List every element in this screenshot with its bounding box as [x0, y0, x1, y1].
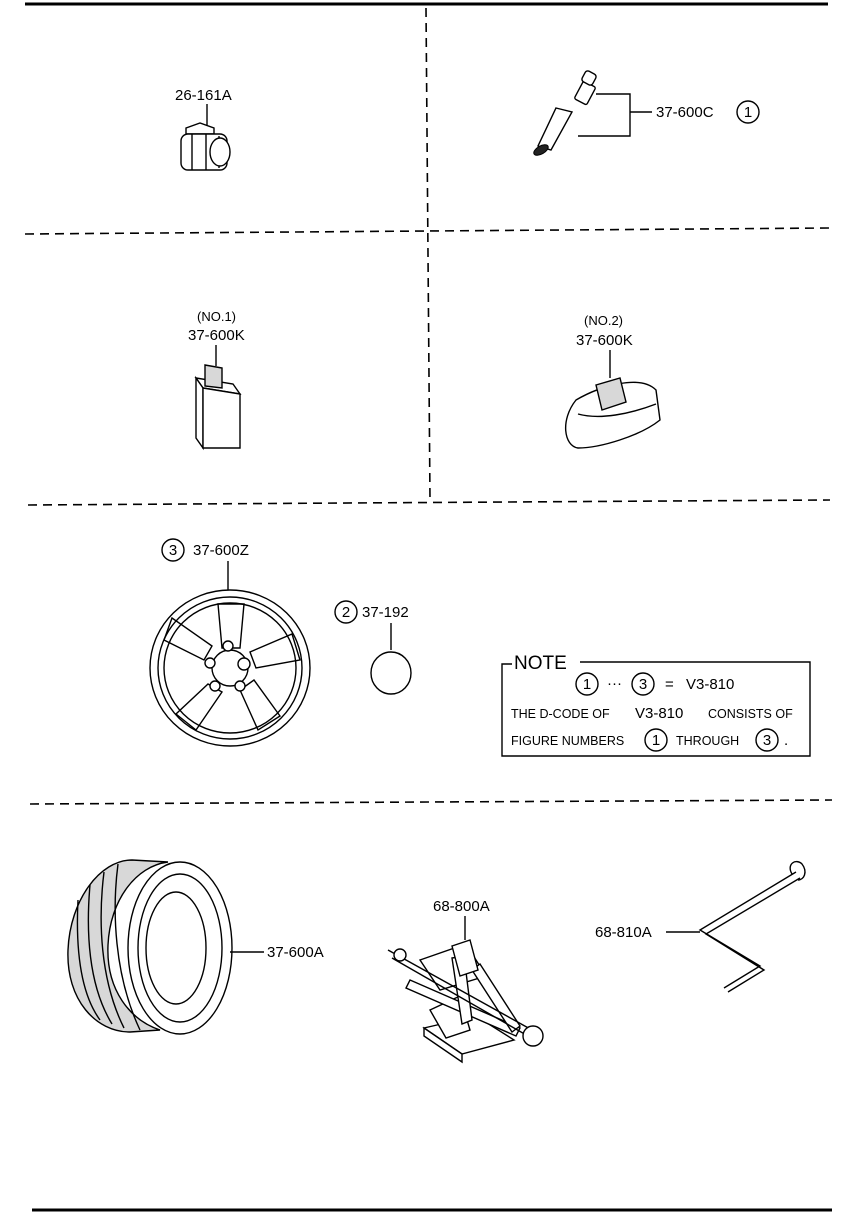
note-line3-end: .	[784, 732, 788, 749]
cap-ref-circle	[334, 600, 358, 624]
lug-nut-label: 26-161A	[175, 87, 232, 104]
center-cap-icon	[370, 651, 412, 695]
note-ref-end-circle	[631, 672, 655, 696]
handle-label: 68-810A	[595, 924, 652, 941]
cap-label: 37-192	[362, 604, 409, 621]
jack-icon	[387, 939, 544, 1064]
note-line3-ref2-circle	[755, 728, 779, 752]
wheel-ref-number: 3	[169, 542, 177, 559]
weight2-label: 37-600K	[576, 332, 633, 349]
valve-ref-circle	[736, 100, 760, 124]
weight2-number: (NO.2)	[584, 313, 623, 328]
tire-label: 37-600A	[267, 944, 324, 961]
note-line2-a: THE D-CODE OF	[511, 707, 610, 721]
weight1-label: 37-600K	[188, 327, 245, 344]
note-line3-ref1: 1	[652, 732, 660, 749]
divider-vertical	[425, 7, 431, 501]
jack-label: 68-800A	[433, 898, 490, 915]
divider-row3	[29, 799, 833, 805]
cap-ref-number: 2	[342, 604, 350, 621]
valve-label: 37-600C	[656, 104, 714, 121]
note-box: NOTE 1 ··· 3 = V3-810 THE D-CODE OF V3-8…	[501, 653, 811, 757]
valve-ref-number: 1	[744, 104, 752, 121]
note-ref-end: 3	[639, 676, 647, 693]
note-line2-code: V3-810	[635, 705, 683, 722]
valve-icon	[533, 70, 597, 156]
weight1-icon	[194, 364, 242, 451]
jack-handle-icon	[698, 860, 806, 993]
lug-nut-icon	[180, 122, 231, 171]
note-dcode: V3-810	[686, 676, 734, 693]
wheel-icon	[149, 589, 311, 747]
note-line2-b: CONSISTS OF	[708, 707, 793, 721]
tire-icon	[67, 859, 233, 1035]
note-range-sep: ···	[607, 675, 622, 692]
note-line3-ref2: 3	[763, 732, 771, 749]
wheel-ref-circle	[161, 538, 185, 562]
note-title: NOTE	[514, 653, 567, 674]
note-line3-ref1-circle	[644, 728, 668, 752]
weight1-number: (NO.1)	[197, 309, 236, 324]
note-ref-start-circle	[575, 672, 599, 696]
valve-bracket	[578, 93, 652, 137]
note-ref-start: 1	[583, 676, 591, 693]
divider-row2	[27, 499, 831, 506]
wheel-label: 37-600Z	[193, 542, 249, 559]
note-equals: =	[665, 676, 674, 693]
weight2-icon	[564, 377, 661, 449]
note-line3-b: THROUGH	[676, 734, 739, 748]
note-line3-a: FIGURE NUMBERS	[511, 734, 624, 748]
